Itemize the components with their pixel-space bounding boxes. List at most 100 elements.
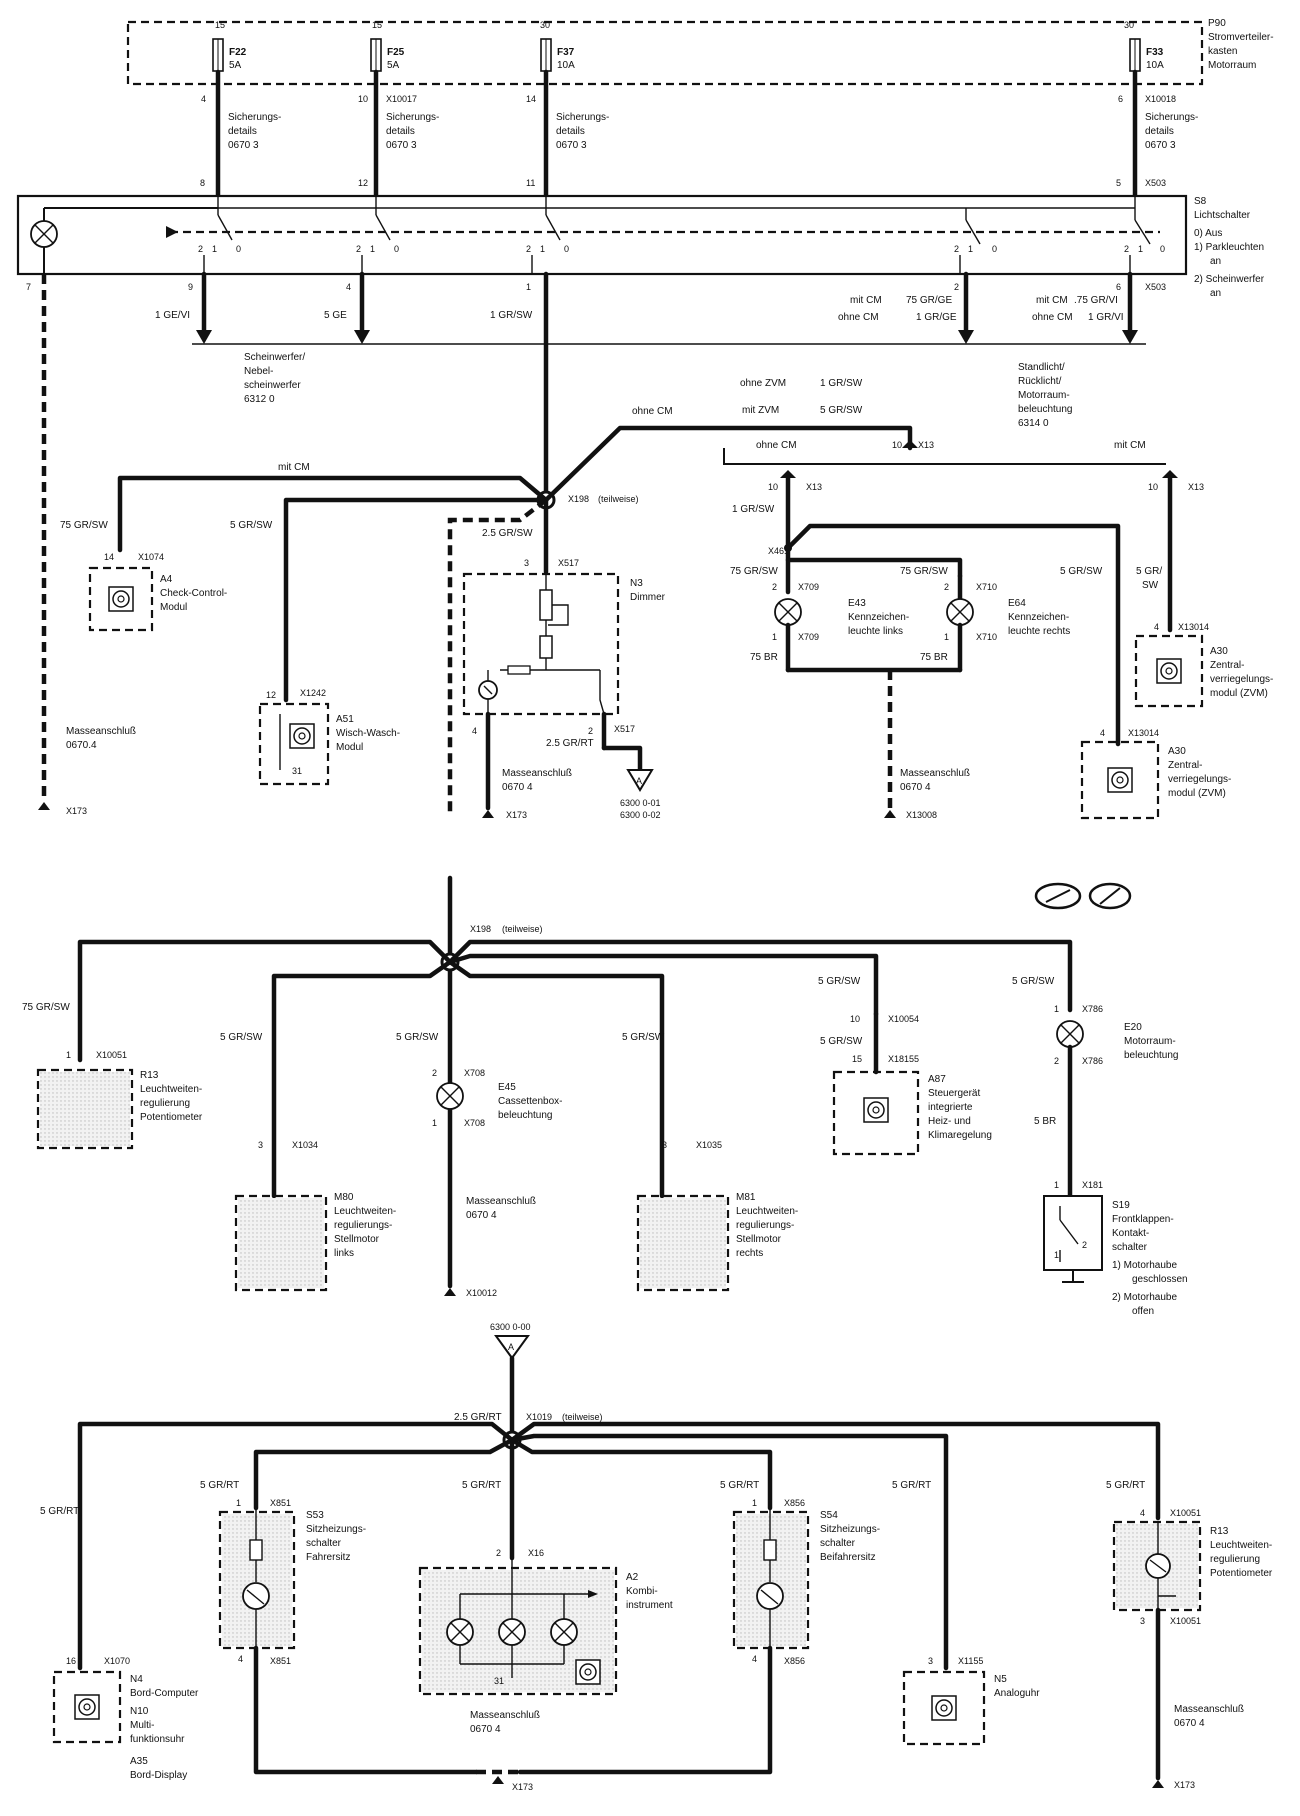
svg-text:scheinwerfer: scheinwerfer bbox=[244, 380, 301, 391]
svg-text:A2: A2 bbox=[626, 1572, 639, 1583]
license-plate-lamps: ohne CM mit CM 10 X13 1 GR/SW X461 75 GR… bbox=[723, 440, 1166, 820]
svg-text:5 GR/RT: 5 GR/RT bbox=[892, 1480, 931, 1491]
svg-text:1: 1 bbox=[772, 632, 777, 642]
svg-text:1: 1 bbox=[66, 1050, 71, 1060]
svg-text:schalter: schalter bbox=[306, 1538, 342, 1549]
svg-text:3: 3 bbox=[1140, 1616, 1145, 1626]
svg-text:A51: A51 bbox=[336, 714, 354, 725]
svg-text:Bord-Display: Bord-Display bbox=[130, 1770, 187, 1781]
svg-text:1 GE/VI: 1 GE/VI bbox=[155, 310, 190, 321]
svg-text:5 GR/RT: 5 GR/RT bbox=[462, 1480, 501, 1491]
svg-text:funktionsuhr: funktionsuhr bbox=[130, 1734, 185, 1745]
svg-text:5 GR/SW: 5 GR/SW bbox=[1060, 566, 1103, 577]
svg-text:X1019: X1019 bbox=[526, 1412, 552, 1422]
svg-text:0670 4: 0670 4 bbox=[900, 782, 931, 793]
svg-text:2) Scheinwerfer: 2) Scheinwerfer bbox=[1194, 274, 1265, 285]
svg-text:Motorraum: Motorraum bbox=[1208, 60, 1256, 71]
svg-text:5 BR: 5 BR bbox=[1034, 1116, 1056, 1127]
svg-text:X198: X198 bbox=[568, 494, 589, 504]
svg-text:X13008: X13008 bbox=[906, 810, 937, 820]
svg-text:2: 2 bbox=[1082, 1240, 1087, 1250]
svg-text:verriegelungs-: verriegelungs- bbox=[1210, 674, 1273, 685]
svg-text:S8: S8 bbox=[1194, 196, 1207, 207]
svg-text:6300 0-00: 6300 0-00 bbox=[490, 1322, 531, 1332]
svg-text:12: 12 bbox=[266, 690, 276, 700]
svg-text:2: 2 bbox=[772, 582, 777, 592]
svg-text:details: details bbox=[228, 126, 257, 137]
svg-text:8: 8 bbox=[200, 178, 205, 188]
svg-text:X851: X851 bbox=[270, 1656, 291, 1666]
svg-text:E20: E20 bbox=[1124, 1022, 1142, 1033]
fuse-details: 4 Sicherungs- details 0670 3 10 X10017 S… bbox=[201, 94, 1198, 151]
svg-text:6312 0: 6312 0 bbox=[244, 394, 275, 405]
svg-text:X1035: X1035 bbox=[696, 1140, 722, 1150]
svg-text:Sicherungs-: Sicherungs- bbox=[1145, 112, 1198, 123]
svg-text:an: an bbox=[1210, 288, 1221, 299]
svg-text:Motorraum-: Motorraum- bbox=[1124, 1036, 1176, 1047]
svg-text:P90: P90 bbox=[1208, 18, 1226, 29]
svg-text:0: 0 bbox=[394, 244, 399, 254]
svg-text:1: 1 bbox=[370, 244, 375, 254]
svg-text:Kennzeichen-: Kennzeichen- bbox=[1008, 612, 1069, 623]
svg-text:2.5 GR/RT: 2.5 GR/RT bbox=[454, 1412, 502, 1423]
svg-text:ohne CM: ohne CM bbox=[838, 312, 879, 323]
zvm-modules: 10 X13 5 GR/ SW 4 X13014 A30 Zentral- ve… bbox=[1080, 470, 1273, 820]
svg-text:ohne ZVM: ohne ZVM bbox=[740, 378, 786, 389]
svg-text:ohne CM: ohne CM bbox=[1032, 312, 1073, 323]
svg-text:M80: M80 bbox=[334, 1192, 354, 1203]
svg-text:5 GR/SW: 5 GR/SW bbox=[820, 405, 863, 416]
svg-text:0: 0 bbox=[236, 244, 241, 254]
svg-text:1: 1 bbox=[1054, 1004, 1059, 1014]
svg-text:10A: 10A bbox=[1146, 60, 1164, 71]
svg-text:Sicherungs-: Sicherungs- bbox=[386, 112, 439, 123]
svg-text:Analoguhr: Analoguhr bbox=[994, 1688, 1040, 1699]
svg-text:A30: A30 bbox=[1210, 646, 1228, 657]
svg-text:X517: X517 bbox=[614, 724, 635, 734]
svg-text:.75 GR/VI: .75 GR/VI bbox=[1074, 295, 1118, 306]
svg-text:X18155: X18155 bbox=[888, 1054, 919, 1064]
svg-text:M81: M81 bbox=[736, 1192, 756, 1203]
n3-dimmer: 3 X517 N3 Dimmer 4 2 X517 2.5 GR/RT A 63… bbox=[462, 558, 666, 820]
svg-text:X1155: X1155 bbox=[958, 1656, 983, 1666]
svg-text:Check-Control-: Check-Control- bbox=[160, 588, 227, 599]
svg-text:15: 15 bbox=[852, 1054, 862, 1064]
svg-text:4: 4 bbox=[238, 1654, 243, 1664]
svg-text:2: 2 bbox=[1054, 1056, 1059, 1066]
svg-text:2: 2 bbox=[954, 282, 959, 292]
svg-text:X10051: X10051 bbox=[1170, 1508, 1201, 1518]
fuse-box-p90: P90 Stromverteiler- kasten Motorraum 15 … bbox=[126, 18, 1274, 86]
svg-text:R13: R13 bbox=[1210, 1526, 1229, 1537]
svg-text:beleuchtung: beleuchtung bbox=[498, 1110, 553, 1121]
svg-text:SW: SW bbox=[1142, 580, 1159, 591]
svg-text:75 BR: 75 BR bbox=[750, 652, 778, 663]
svg-text:Fahrersitz: Fahrersitz bbox=[306, 1552, 350, 1563]
svg-text:geschlossen: geschlossen bbox=[1132, 1274, 1188, 1285]
svg-text:31: 31 bbox=[292, 766, 302, 776]
svg-text:1) Parkleuchten: 1) Parkleuchten bbox=[1194, 242, 1264, 253]
svg-text:X1070: X1070 bbox=[104, 1656, 130, 1666]
svg-text:X173: X173 bbox=[512, 1782, 533, 1792]
svg-text:Beifahrersitz: Beifahrersitz bbox=[820, 1552, 876, 1563]
svg-text:1: 1 bbox=[1054, 1180, 1059, 1190]
svg-text:Rücklicht/: Rücklicht/ bbox=[1018, 376, 1062, 387]
svg-text:X1074: X1074 bbox=[138, 552, 164, 562]
svg-text:Cassettenbox-: Cassettenbox- bbox=[498, 1096, 562, 1107]
svg-text:Heiz- und: Heiz- und bbox=[928, 1116, 971, 1127]
svg-text:5 GR/: 5 GR/ bbox=[1136, 566, 1162, 577]
svg-text:X709: X709 bbox=[798, 582, 819, 592]
svg-text:regulierungs-: regulierungs- bbox=[736, 1220, 794, 1231]
svg-text:X709: X709 bbox=[798, 632, 819, 642]
svg-text:1: 1 bbox=[752, 1498, 757, 1508]
svg-text:details: details bbox=[556, 126, 585, 137]
svg-text:E43: E43 bbox=[848, 598, 866, 609]
svg-text:Sitzheizungs-: Sitzheizungs- bbox=[820, 1524, 880, 1535]
svg-text:2: 2 bbox=[432, 1068, 437, 1078]
svg-text:regulierung: regulierung bbox=[140, 1098, 190, 1109]
svg-text:X13014: X13014 bbox=[1128, 728, 1159, 738]
svg-text:2: 2 bbox=[526, 244, 531, 254]
svg-text:7: 7 bbox=[26, 282, 31, 292]
svg-text:(teilweise): (teilweise) bbox=[562, 1412, 603, 1422]
svg-text:Sicherungs-: Sicherungs- bbox=[228, 112, 281, 123]
svg-text:10: 10 bbox=[768, 482, 778, 492]
